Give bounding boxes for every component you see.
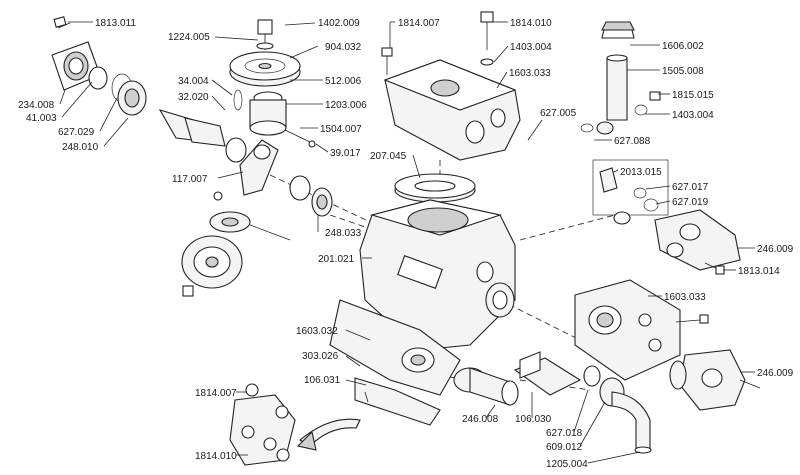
part-label: 248.010 [62, 142, 99, 153]
top-cover [381, 11, 521, 161]
part-label: 41.003 [26, 113, 57, 124]
piston-head [453, 367, 519, 406]
lower-crankcase [329, 299, 461, 426]
part-label: 1814.007 [398, 18, 440, 29]
part-label: 1814.010 [195, 451, 237, 462]
part-label: 627.017 [672, 182, 709, 193]
part-label: 248.033 [325, 228, 362, 239]
part-label: 512.006 [325, 76, 362, 87]
pump-body [359, 199, 516, 351]
part-label: 627.018 [546, 428, 583, 439]
part-label: 1224.005 [168, 32, 210, 43]
part-label: 1203.006 [325, 100, 367, 111]
part-label: 1813.014 [738, 266, 780, 277]
part-label: 106.030 [515, 414, 552, 425]
filter-tube [580, 21, 661, 135]
part-label: 207.045 [370, 151, 407, 162]
leader-lines [59, 21, 755, 464]
valve-assembly-upper [592, 159, 741, 275]
part-label: 246.009 [757, 244, 794, 255]
part-label: 234.008 [18, 100, 55, 111]
part-label: 34.004 [178, 76, 209, 87]
part-label: 201.021 [318, 254, 355, 265]
connecting-rod [239, 139, 333, 217]
part-label: 609.012 [546, 442, 583, 453]
valve-cover-lower [574, 279, 709, 381]
diaphragm-seal [394, 173, 476, 203]
part-label: 627.088 [614, 136, 651, 147]
elbow-fitting [583, 365, 652, 454]
valve-assembly-lower [669, 349, 761, 411]
part-label: 627.005 [540, 108, 577, 119]
part-label: 627.019 [672, 197, 709, 208]
part-label: 1402.009 [318, 18, 360, 29]
bearing-flange-assembly [51, 16, 247, 163]
part-label: 106.031 [304, 375, 341, 386]
part-label: 1205.004 [546, 459, 588, 470]
crank-wheel [181, 191, 291, 297]
part-label: 1603.033 [509, 68, 551, 79]
part-label: 2013.015 [620, 167, 662, 178]
part-label: 1606.002 [662, 41, 704, 52]
part-label: 246.009 [757, 368, 794, 379]
part-labels: 1813.011 1224.005 1402.009 904.032 512.0… [18, 18, 794, 470]
part-label: 32.020 [178, 92, 209, 103]
part-label: 246.008 [462, 414, 499, 425]
part-label: 1505.008 [662, 66, 704, 77]
part-label: 1814.007 [195, 388, 237, 399]
part-label: 303.026 [302, 351, 339, 362]
part-label: 117.007 [172, 174, 208, 185]
part-label: 1815.015 [672, 90, 714, 101]
part-label: 1504.007 [320, 124, 362, 135]
part-label: 1603.033 [664, 292, 706, 303]
part-label: 1603.032 [296, 326, 338, 337]
part-label: 1403.004 [672, 110, 714, 121]
part-label: 1814.010 [510, 18, 552, 29]
part-label: 1403.004 [510, 42, 552, 53]
part-label: 1813.011 [95, 18, 136, 29]
pulley-assembly [229, 19, 316, 148]
part-label: 904.032 [325, 42, 362, 53]
part-label: 627.029 [58, 127, 95, 138]
part-label: 39.017 [330, 148, 361, 159]
saddle-bracket [513, 351, 582, 396]
detail-inset [229, 383, 361, 466]
